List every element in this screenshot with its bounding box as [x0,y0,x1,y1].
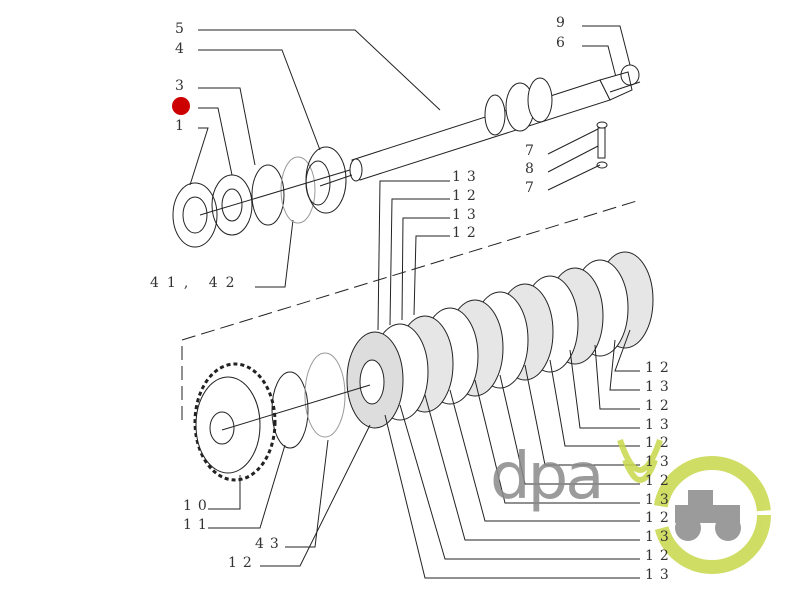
leader-12a [389,198,450,326]
leader-8 [547,144,601,173]
label-12: 12 [645,398,675,414]
label-43: 43 [255,536,285,552]
label-12: 12 [645,510,675,526]
label-12: 12 [452,225,482,241]
watermark-text: dpa [490,440,604,514]
label-13: 13 [452,207,482,223]
label-12: 12 [645,435,675,451]
label-12: 12 [645,548,675,564]
label-7: 7 [525,180,540,196]
shim-41-42 [280,156,316,224]
leader-12b [413,235,450,316]
leader-7b [547,164,601,191]
watermark-logo [617,439,771,574]
leader-13b [401,217,450,321]
label-1: 1 [175,118,190,134]
leader-43 [285,439,329,548]
assembly-bracket [181,199,641,420]
leader-6 [582,45,619,86]
leader-2 [198,107,233,176]
label-7: 7 [525,143,540,159]
snap-ring-11 [271,371,309,449]
leader-9 [582,25,631,66]
label-13: 13 [645,417,675,433]
right-leaders [384,329,640,579]
marker-dot [172,97,190,115]
disc-pack [346,251,654,429]
ring-2 [211,174,253,236]
label-13: 13 [645,454,675,470]
leader-7a [547,127,601,155]
label-6: 6 [556,35,571,51]
label-13: 13 [452,169,482,185]
leader-11 [208,444,286,529]
label-5: 5 [175,21,190,37]
label-12: 12 [228,555,258,571]
leader-10 [208,475,241,510]
snap-ring-3 [251,164,285,226]
label-8: 8 [525,161,540,177]
shim-43 [304,352,346,438]
leader-1 [189,127,209,186]
gear-10 [193,362,277,482]
label-13: 13 [645,492,675,508]
label-12: 12 [645,360,675,376]
bearing-4 [305,146,347,214]
label-12: 12 [645,473,675,489]
o-ring-9 [620,64,640,86]
label-13: 13 [645,379,675,395]
label-10: 10 [183,498,213,514]
leader-41-42 [255,219,294,288]
label-13: 13 [645,567,675,583]
label-12: 12 [452,188,482,204]
leader-5 [198,29,441,111]
label-13: 13 [645,529,675,545]
leader-4 [198,49,321,151]
seal-1 [172,182,218,248]
label-4: 4 [175,41,190,57]
label-11: 11 [183,517,213,533]
label-9: 9 [556,15,571,31]
leader-12c [260,424,371,567]
leader-3 [198,87,256,166]
shaft [319,71,641,187]
label-3: 3 [175,78,190,94]
label-41-42: 41, 42 [150,275,243,291]
